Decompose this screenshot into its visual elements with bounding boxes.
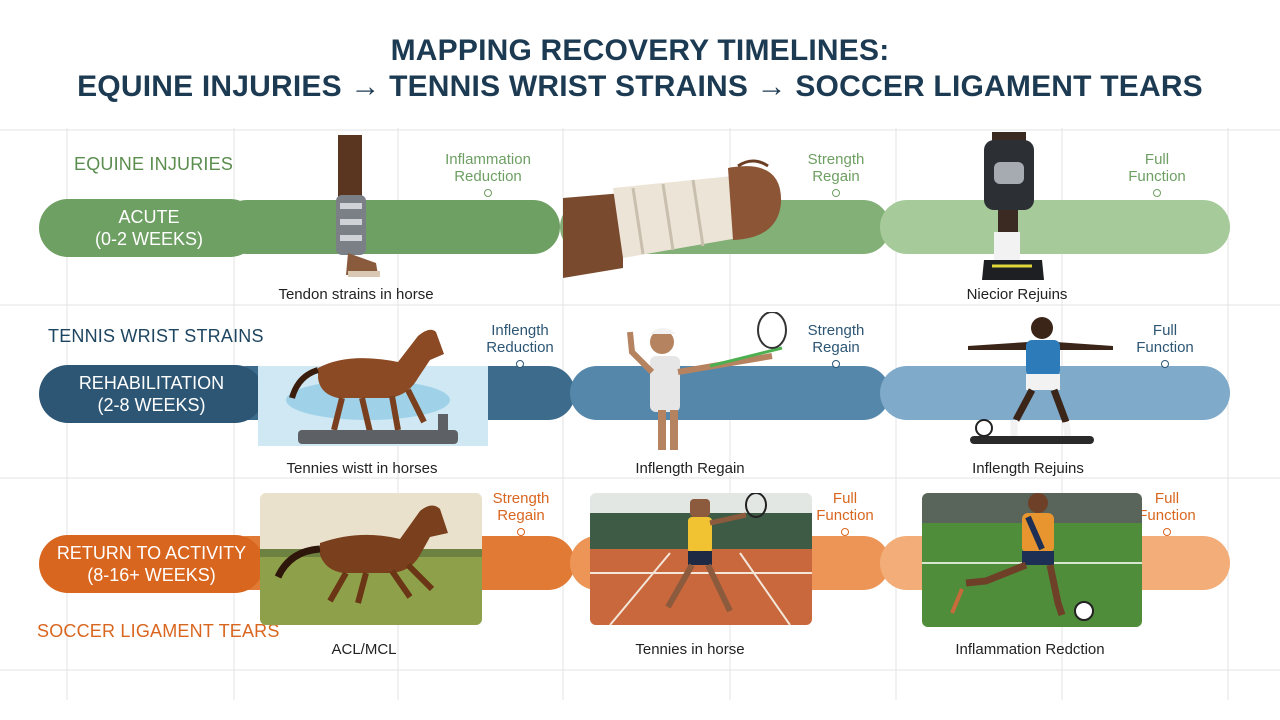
soccer-match-image bbox=[922, 493, 1142, 627]
caption-r3-3: Inflammation Redction bbox=[955, 641, 1105, 658]
milestone-r3-1: Strength Regain bbox=[466, 490, 576, 536]
stage-rehabilitation: REHABILITATION (2-8 WEEKS) bbox=[39, 365, 264, 423]
row-label-soccer: SOCCER LIGAMENT TEARS bbox=[37, 621, 280, 641]
row-label-equine: EQUINE INJURIES bbox=[74, 154, 234, 174]
acute-track-end bbox=[880, 200, 1230, 254]
milestone-r2-3: Full Function bbox=[1110, 322, 1220, 368]
row-label-tennis: TENNIS WRIST STRAINS bbox=[48, 326, 264, 346]
milestone-label: Full Function bbox=[816, 490, 874, 524]
milestone-label: Full Function bbox=[1128, 151, 1186, 185]
milestone-label: Strength Regain bbox=[807, 322, 865, 356]
stage-rehab-name: REHABILITATION bbox=[78, 373, 225, 393]
stage-acute-duration: (0-2 WEEKS) bbox=[94, 229, 204, 249]
milestone-dot bbox=[832, 189, 840, 197]
horse-treadmill-image bbox=[258, 318, 488, 456]
milestone-dot bbox=[832, 360, 840, 368]
milestone-dot bbox=[517, 528, 525, 536]
stage-return-to-activity: RETURN TO ACTIVITY (8-16+ WEEKS) bbox=[39, 535, 264, 593]
stage-rehab-duration: (2-8 WEEKS) bbox=[97, 395, 206, 415]
caption-r2-3: Inflength Rejuins bbox=[972, 460, 1084, 477]
tennis-player-band-image bbox=[622, 312, 797, 458]
title-line-2: EQUINE INJURIES → TENNIS WRIST STRAINS →… bbox=[77, 70, 1203, 103]
caption-r2-2: Inflength Regain bbox=[635, 460, 745, 477]
milestone-r3-2: Full Function bbox=[790, 490, 900, 536]
stage-return-name: RETURN TO ACTIVITY bbox=[56, 543, 247, 563]
caption-r3-1: ACL/MCL bbox=[331, 641, 397, 658]
milestone-label: Inflammation Reduction bbox=[445, 151, 531, 185]
milestone-dot bbox=[484, 189, 492, 197]
caption-r1-2: Niecior Rejuins bbox=[966, 286, 1068, 303]
milestone-r2-1: Inflength Reduction bbox=[465, 322, 575, 368]
milestone-dot bbox=[841, 528, 849, 536]
rehab-track-mid bbox=[570, 366, 890, 420]
milestone-r1-3: Full Function bbox=[1102, 151, 1212, 197]
caption-r3-2: Tennies in horse bbox=[635, 641, 745, 658]
milestone-r1-2: Strength Regain bbox=[781, 151, 891, 197]
stage-return-duration: (8-16+ WEEKS) bbox=[87, 565, 216, 585]
milestone-label: Inflength Reduction bbox=[486, 322, 554, 356]
milestone-r3-3: Full Function bbox=[1112, 490, 1222, 536]
page-title: MAPPING RECOVERY TIMELINES: EQUINE INJUR… bbox=[0, 33, 1280, 105]
milestone-dot bbox=[516, 360, 524, 368]
milestone-dot bbox=[1153, 189, 1161, 197]
galloping-horse-image bbox=[260, 493, 482, 625]
title-line-1: MAPPING RECOVERY TIMELINES: bbox=[390, 34, 890, 67]
soccer-balance-image bbox=[968, 312, 1113, 458]
milestone-dot bbox=[1161, 360, 1169, 368]
tennis-court-image bbox=[590, 493, 812, 625]
milestone-r1-1: Inflammation Reduction bbox=[433, 151, 543, 197]
milestone-label: Full Function bbox=[1138, 490, 1196, 524]
milestone-label: Strength Regain bbox=[807, 151, 865, 185]
acute-track bbox=[220, 200, 560, 254]
caption-r2-1: Tennies wistt in horses bbox=[286, 460, 438, 477]
milestone-dot bbox=[1163, 528, 1171, 536]
milestone-label: Strength Regain bbox=[492, 490, 550, 524]
wrapped-wrist-image bbox=[563, 158, 785, 280]
stage-acute-name: ACUTE bbox=[118, 207, 180, 227]
milestone-r2-2: Strength Regain bbox=[781, 322, 891, 368]
knee-brace-image bbox=[972, 132, 1050, 282]
milestone-label: Full Function bbox=[1136, 322, 1194, 356]
caption-r1-1: Tendon strains in horse bbox=[278, 286, 434, 303]
stage-acute: ACUTE (0-2 WEEKS) bbox=[39, 199, 259, 257]
horse-leg-boot-image bbox=[318, 135, 398, 280]
